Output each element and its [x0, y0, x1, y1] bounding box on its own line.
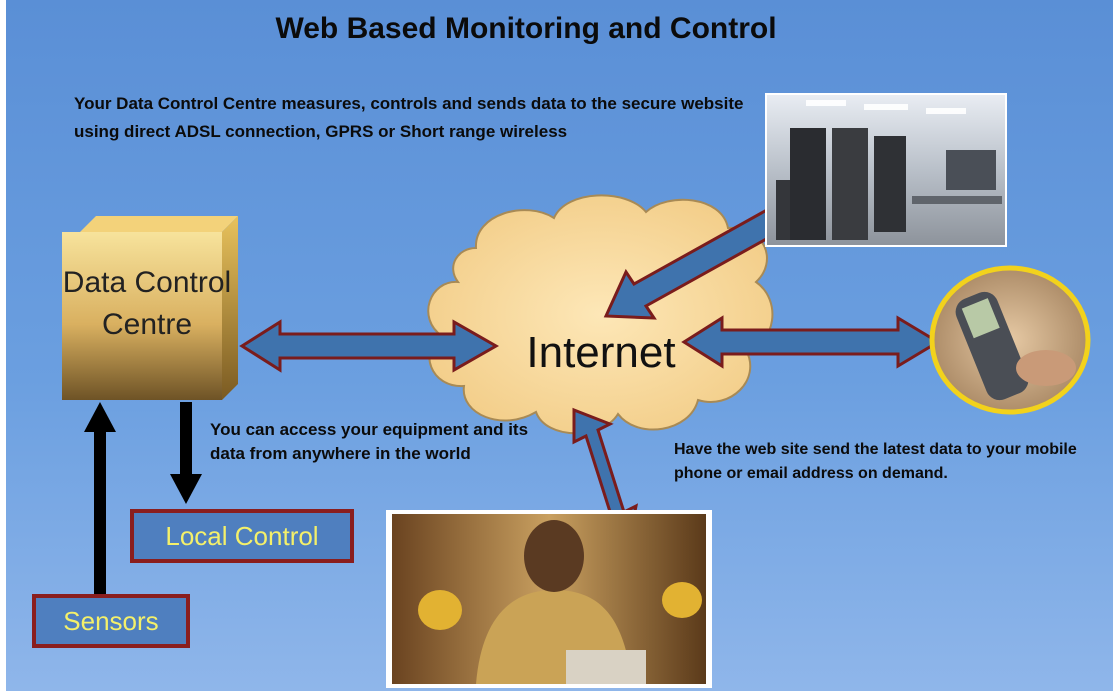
intro-text: Your Data Control Centre measures, contr…	[74, 94, 744, 141]
person-at-desk-photo	[386, 510, 712, 688]
server-room-photo	[765, 93, 1007, 247]
mobile-phone-photo	[929, 265, 1091, 415]
sensors-label: Sensors	[63, 605, 159, 636]
internet-cloud	[427, 194, 774, 435]
data-control-centre-label: Data Control Centre	[62, 266, 232, 341]
local-control-box: Local Control	[130, 509, 354, 563]
page-title: Web Based Monitoring and Control	[275, 12, 777, 45]
sensors-box: Sensors	[32, 594, 190, 648]
diagram-slide: Web Based Monitoring and Control Your Da…	[6, 0, 1113, 691]
internet-label: Internet	[526, 328, 676, 377]
access-note: You can access your equipment and its da…	[210, 420, 529, 463]
local-control-label: Local Control	[165, 520, 319, 551]
arrow-from-sensors	[84, 402, 116, 596]
arrow-dcc-internet	[239, 319, 500, 373]
diagram-artwork	[62, 93, 1091, 688]
mobile-note: Have the web site send the latest data t…	[674, 441, 1077, 482]
arrow-to-local-control	[170, 402, 202, 504]
arrow-internet-phone	[681, 315, 941, 369]
data-control-centre-box	[62, 216, 238, 400]
